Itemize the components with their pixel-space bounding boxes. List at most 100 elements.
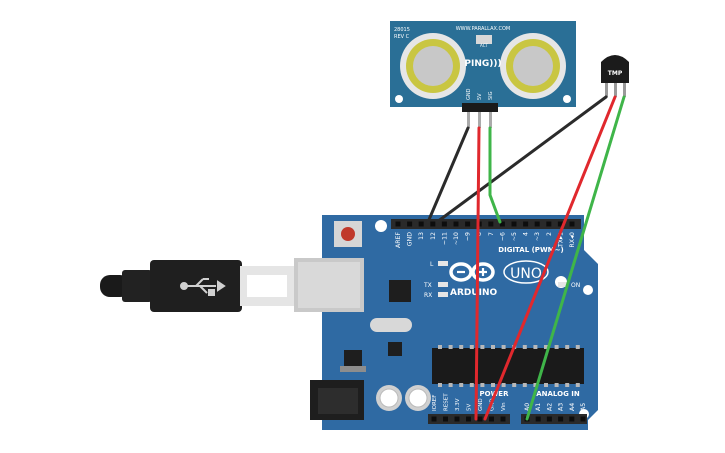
analog-pin-label: A0 [524, 403, 531, 411]
chip-pin [554, 345, 559, 349]
wire-ping-5v[interactable] [474, 126, 481, 421]
digital-pin-hole[interactable] [407, 221, 413, 227]
crystal-oscillator [370, 318, 412, 332]
power-pin-label: IOREF [432, 395, 438, 411]
digital-pin-hole[interactable] [569, 221, 575, 227]
digital-pin-hole[interactable] [488, 221, 494, 227]
analog-pin-hole[interactable] [558, 416, 564, 422]
analog-pin-hole[interactable] [546, 416, 552, 422]
chip-pin [491, 383, 495, 387]
chip-pin [533, 345, 538, 349]
chip-pin [438, 383, 442, 387]
ping-pin-gnd[interactable] [467, 112, 470, 128]
tmp-pin-vcc[interactable] [623, 81, 626, 97]
analog-header-label: ANALOG IN [536, 390, 580, 398]
ping-ultrasonic-sensor[interactable]: 28015 REV C WWW.PARALLAX.COM ACT PING)))… [390, 21, 576, 128]
mounting-hole [375, 220, 387, 232]
chip-pin [469, 383, 474, 387]
digital-pin-label: ~6 [499, 232, 506, 241]
led-tx-label: TX [423, 282, 432, 289]
tmp-body [601, 55, 629, 83]
ping-act-led [476, 35, 492, 44]
digital-pin-label: 2 [546, 232, 553, 236]
ping-pin-sig[interactable] [489, 112, 492, 128]
chip-pin [501, 383, 506, 387]
ping-part-number: 28015 [394, 27, 410, 33]
digital-pin-hole[interactable] [534, 221, 540, 227]
digital-pin-hole[interactable] [395, 221, 401, 227]
capacitor-top [379, 388, 399, 408]
power-pin-label: 5V [467, 404, 473, 411]
mounting-hole [563, 95, 571, 103]
digital-pin-hole[interactable] [523, 221, 529, 227]
digital-pin-label: AREF [395, 232, 402, 248]
analog-pin-hole[interactable] [580, 416, 586, 422]
chip-pin [565, 345, 570, 349]
led-rx [438, 292, 448, 297]
ping-act-label: ACT [480, 43, 488, 48]
usb-controller-chip [389, 280, 411, 302]
digital-pin-label: ~11 [441, 232, 448, 245]
power-pin-hole[interactable] [466, 416, 471, 422]
digital-pin-hole[interactable] [453, 221, 459, 227]
reset-button-cap[interactable] [341, 227, 355, 241]
wire-tmp-gnd[interactable] [435, 95, 608, 224]
power-pin-hole[interactable] [454, 416, 460, 422]
ping-pin-label: 5V [477, 93, 483, 100]
arduino-brand-text: ARDUINO [450, 288, 498, 298]
wire-tmp-5v[interactable] [483, 95, 617, 421]
led-on-label: ON [571, 282, 580, 289]
ping-pin-header [462, 103, 498, 112]
voltage-regulator [344, 350, 362, 368]
usb-cable[interactable] [100, 260, 294, 312]
usb-b-jack-face [298, 262, 360, 308]
usb-plug-insert [247, 275, 287, 297]
chip-pin [480, 383, 485, 387]
digital-pin-hole[interactable] [546, 221, 552, 227]
digital-pin-hole[interactable] [465, 221, 471, 227]
wire-ping-gnd[interactable] [426, 126, 470, 224]
power-pin-hole[interactable] [489, 416, 494, 422]
wire-ping-sig[interactable] [488, 126, 502, 224]
ping-pin-5v[interactable] [478, 112, 481, 128]
led-l-label: L [430, 261, 434, 268]
chip-pin [554, 383, 559, 387]
power-pin-hole[interactable] [431, 416, 437, 422]
tmp-temperature-sensor[interactable]: TMP [601, 55, 629, 97]
chip-pin [448, 383, 453, 387]
digital-pin-hole[interactable] [418, 221, 424, 227]
chip-pin [522, 345, 527, 349]
digital-header-label: DIGITAL (PWM~) [498, 246, 563, 254]
arduino-logo-icon [449, 262, 495, 282]
power-pin-hole[interactable] [500, 416, 506, 422]
analog-pin-hole[interactable] [569, 416, 575, 422]
digital-pin-hole[interactable] [430, 221, 436, 227]
digital-pin-label: 12 [430, 232, 437, 240]
small-chip [388, 342, 402, 356]
wires [426, 95, 626, 421]
led-rx-label: RX [424, 292, 432, 299]
chip-pin [565, 383, 570, 387]
digital-pin-label: ~3 [534, 232, 541, 241]
chip-pin [512, 383, 517, 387]
digital-pin-hole[interactable] [557, 221, 563, 227]
chip-pins [438, 345, 580, 387]
power-pin-hole[interactable] [477, 416, 483, 422]
power-pin-label: RESET [444, 393, 450, 411]
digital-pin-hole[interactable] [441, 221, 447, 227]
chip-pin [575, 383, 580, 387]
wire-tmp-out[interactable] [525, 95, 626, 421]
digital-pin-hole[interactable] [511, 221, 517, 227]
digital-pin-label: GND [407, 232, 414, 246]
analog-pin-label: A5 [580, 403, 587, 411]
analog-pin-hole[interactable] [535, 416, 541, 422]
tmp-pin-out[interactable] [614, 81, 617, 97]
uno-badge [503, 260, 549, 284]
chip-pin [448, 345, 453, 349]
tmp-pin-gnd[interactable] [605, 81, 608, 97]
power-pin-hole[interactable] [443, 416, 448, 422]
digital-pin-hole[interactable] [499, 221, 505, 227]
